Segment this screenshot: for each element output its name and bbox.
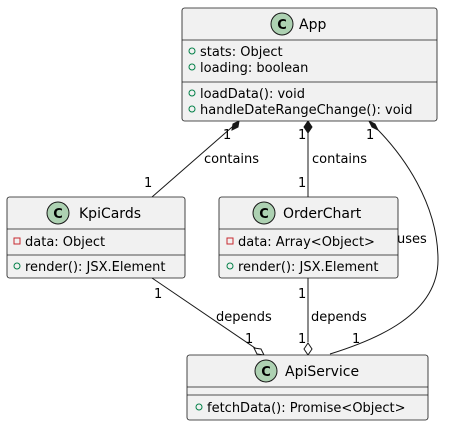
class-stereotype-glyph: C bbox=[53, 207, 63, 222]
public-visibility-icon bbox=[188, 105, 196, 113]
class-icon bbox=[270, 12, 294, 36]
class-stereotype-glyph: C bbox=[277, 18, 287, 33]
class-app-method: loadData(): void bbox=[200, 87, 305, 102]
mult-orderchart-apiservice-target: 1 bbox=[298, 332, 306, 347]
class-orderchart-header: C OrderChart bbox=[252, 201, 362, 225]
class-app-box bbox=[181, 7, 438, 122]
class-apiservice-name: ApiService bbox=[285, 364, 359, 380]
class-icon bbox=[46, 201, 70, 225]
public-visibility-icon bbox=[188, 89, 196, 97]
edges: 1 contains 1 1 contains 1 1 uses 1 1 dep… bbox=[144, 119, 439, 356]
label-kpicards-apiservice: depends bbox=[216, 310, 272, 325]
mult-app-orderchart-target: 1 bbox=[298, 176, 306, 191]
private-visibility-icon bbox=[226, 237, 234, 245]
public-visibility-icon bbox=[226, 262, 234, 270]
class-icon bbox=[254, 359, 278, 383]
class-kpicards-header: C KpiCards bbox=[46, 201, 141, 225]
class-app-header: C App bbox=[270, 12, 326, 36]
class-app-attribute: stats: Object bbox=[200, 45, 283, 60]
aggregation-diamond-kpicards-apiservice bbox=[253, 347, 265, 356]
mult-app-apiservice-source: 1 bbox=[366, 128, 374, 143]
mult-app-kpicards-target: 1 bbox=[144, 176, 152, 191]
class-kpicards-attribute: data: Object bbox=[25, 235, 105, 250]
edge-app-kpicards-line bbox=[151, 120, 240, 198]
class-app: C App stats: Object loading: boolean loa… bbox=[181, 7, 438, 122]
class-orderchart-method: render(): JSX.Element bbox=[238, 260, 379, 275]
class-app-method: handleDateRangeChange(): void bbox=[200, 103, 413, 118]
label-app-orderchart: contains bbox=[312, 152, 367, 167]
mult-kpicards-apiservice-target: 1 bbox=[245, 332, 253, 347]
label-app-apiservice: uses bbox=[397, 232, 427, 247]
public-visibility-icon bbox=[195, 403, 203, 411]
class-app-attribute: loading: boolean bbox=[200, 61, 308, 76]
class-kpicards: C KpiCards data: Object render(): JSX.El… bbox=[6, 196, 186, 279]
public-visibility-icon bbox=[188, 63, 196, 71]
class-icon bbox=[252, 201, 276, 225]
edge-app-apiservice: 1 uses 1 bbox=[329, 119, 439, 355]
mult-orderchart-apiservice-source: 1 bbox=[298, 287, 306, 302]
edge-app-kpicards: 1 contains 1 bbox=[144, 120, 259, 198]
class-kpicards-name: KpiCards bbox=[79, 206, 141, 222]
mult-app-kpicards-source: 1 bbox=[223, 128, 231, 143]
edge-orderchart-apiservice: 1 depends 1 bbox=[298, 278, 367, 356]
class-apiservice: C ApiService fetchData(): Promise<Object… bbox=[186, 354, 429, 421]
class-orderchart: C OrderChart data: Array<Object> render(… bbox=[218, 196, 399, 279]
public-visibility-icon bbox=[13, 262, 21, 270]
mult-app-apiservice-target: 1 bbox=[352, 332, 360, 347]
class-apiservice-header: C ApiService bbox=[254, 359, 359, 383]
edge-app-apiservice-line bbox=[329, 120, 439, 355]
composition-diamond-app-kpicards bbox=[231, 120, 240, 131]
aggregation-diamond-orderchart-apiservice bbox=[303, 342, 313, 356]
class-stereotype-glyph: C bbox=[259, 207, 269, 222]
private-visibility-icon bbox=[13, 237, 21, 245]
composition-diamond-app-apiservice bbox=[367, 119, 380, 132]
edge-kpicards-apiservice-line bbox=[151, 277, 259, 351]
class-kpicards-method: render(): JSX.Element bbox=[25, 260, 166, 275]
composition-diamond-app-orderchart bbox=[303, 120, 313, 134]
class-app-name: App bbox=[299, 17, 326, 33]
class-orderchart-attribute: data: Array<Object> bbox=[238, 235, 375, 250]
edge-app-orderchart: 1 contains 1 bbox=[298, 120, 367, 197]
class-stereotype-glyph: C bbox=[261, 365, 271, 380]
label-orderchart-apiservice: depends bbox=[311, 310, 367, 325]
class-apiservice-method: fetchData(): Promise<Object> bbox=[207, 401, 406, 416]
mult-app-orderchart-source: 1 bbox=[298, 128, 306, 143]
class-apiservice-box bbox=[186, 354, 429, 421]
public-visibility-icon bbox=[188, 47, 196, 55]
edge-kpicards-apiservice: 1 depends 1 bbox=[151, 277, 272, 356]
class-orderchart-name: OrderChart bbox=[283, 206, 362, 222]
mult-kpicards-apiservice-source: 1 bbox=[154, 287, 162, 302]
label-app-kpicards: contains bbox=[204, 152, 259, 167]
